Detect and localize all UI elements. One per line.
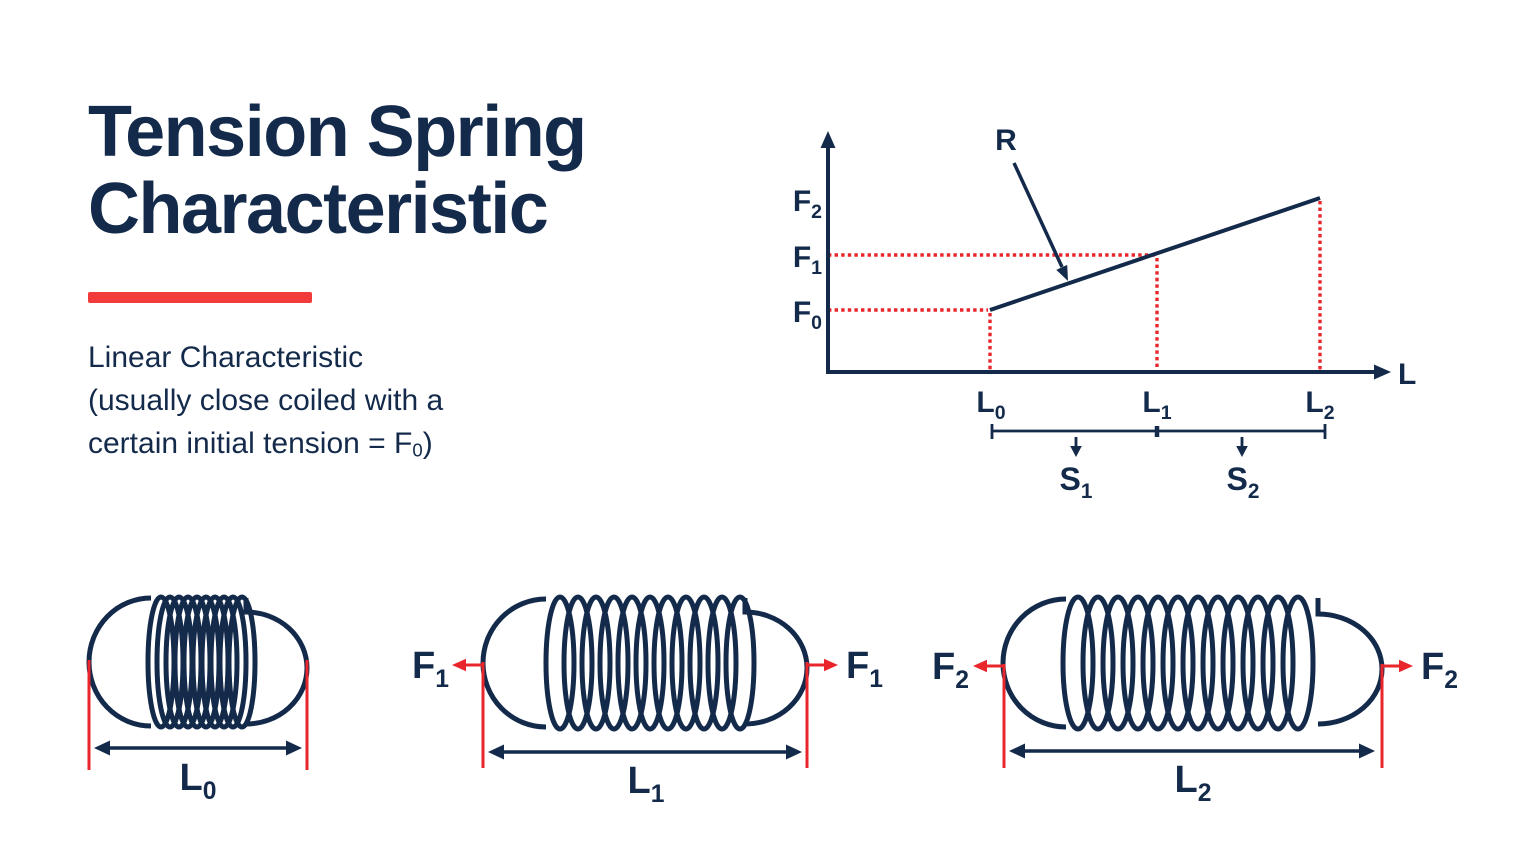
spring2-force-arrowhead-left (452, 658, 466, 672)
spring2-left-hook (480, 596, 547, 730)
y-tick-labels: F2 F1 F0 (793, 185, 822, 334)
spring2-dim-arrowhead-left (488, 744, 504, 760)
subtitle-line3: certain initial tension = F0) (88, 427, 433, 461)
stroke-label-s1: S1 (1060, 461, 1093, 503)
chart-axes: L (820, 131, 1416, 391)
spring3-force-arrowhead-right (1399, 659, 1413, 673)
stroke-span-scale: S1 S2 (990, 424, 1327, 503)
spring2-force-left: F1 (412, 645, 483, 693)
subtitle-text: Linear Characteristic (usually close coi… (88, 336, 443, 471)
subtitle-line2: (usually close coiled with a (88, 384, 444, 417)
chart-dotted-guides (828, 201, 1322, 370)
spring3-right-hook (1315, 598, 1385, 727)
rate-pointer-line (1012, 162, 1064, 268)
spring3-length-label: L2 (1175, 759, 1212, 807)
spring3-force-right: F2 (1382, 646, 1458, 694)
page-title-line1: Tension Spring (88, 92, 587, 172)
page-title-line2: Characteristic (88, 169, 549, 249)
stroke-label-s2: S2 (1227, 461, 1260, 503)
spring1-length-label: L0 (180, 757, 217, 805)
spring1-dim-arrowhead-left (94, 740, 110, 756)
ytick-f2: F2 (793, 185, 822, 223)
spring2-dim-arrowhead-right (786, 744, 802, 760)
spring1-dim-arrowhead-right (286, 740, 302, 756)
ytick-f1: F1 (793, 241, 822, 279)
spring3-force-label-left: F2 (932, 646, 969, 694)
characteristic-line (989, 196, 1321, 312)
initial-tension-subscript: 0 (412, 439, 423, 461)
spring2-dimension: L1 (488, 744, 802, 808)
y-axis-arrowhead (820, 131, 836, 148)
spring2-force-label-left: F1 (412, 645, 449, 693)
title-underline-rule (88, 292, 312, 303)
rate-label: R (995, 124, 1017, 157)
characteristic-chart: L R F2 F1 F0 L0 L1 L2 (793, 124, 1417, 503)
spring-close-coiled: L0 (86, 594, 310, 805)
x-axis-label: L (1398, 358, 1416, 391)
spring-stretched-f2: F2 F2 L2 (932, 594, 1458, 807)
spring3-force-label-right: F2 (1421, 646, 1458, 694)
ytick-f0: F0 (793, 296, 822, 334)
xtick-l1: L1 (1142, 386, 1171, 424)
spring-illustrations: L0 (86, 594, 1458, 808)
s1-pointer-arrowhead (1070, 446, 1082, 457)
spring-stretched-f1: F1 F1 L1 (412, 594, 883, 808)
spring3-dimension: L2 (1009, 743, 1375, 807)
x-tick-labels: L0 L1 L2 (976, 386, 1334, 424)
spring1-coils (145, 594, 258, 730)
spring1-left-hook (86, 595, 152, 729)
spring3-force-arrowhead-left (973, 659, 987, 673)
spring3-dim-arrowhead-right (1359, 743, 1375, 759)
spring3-left-hook (1000, 596, 1067, 730)
spring1-dimension: L0 (94, 740, 302, 805)
spring3-force-left: F2 (932, 646, 1004, 694)
spring2-length-label: L1 (628, 760, 665, 808)
rate-callout: R (995, 124, 1068, 281)
x-axis-arrowhead (1374, 364, 1391, 380)
rate-pointer-arrowhead (1056, 264, 1068, 281)
page-title: Tension Spring Characteristic (88, 92, 587, 249)
spring2-force-label-right: F1 (846, 645, 883, 693)
spring3-coils (1060, 594, 1316, 732)
spring2-force-arrowhead-right (824, 658, 838, 672)
spring2-coils (543, 594, 757, 732)
s2-pointer-arrowhead (1236, 446, 1248, 457)
xtick-l2: L2 (1305, 386, 1334, 424)
spring2-force-right: F1 (807, 645, 883, 693)
subtitle-line1: Linear Characteristic (88, 341, 364, 374)
spring3-dim-arrowhead-left (1009, 743, 1025, 759)
xtick-l0: L0 (976, 386, 1005, 424)
